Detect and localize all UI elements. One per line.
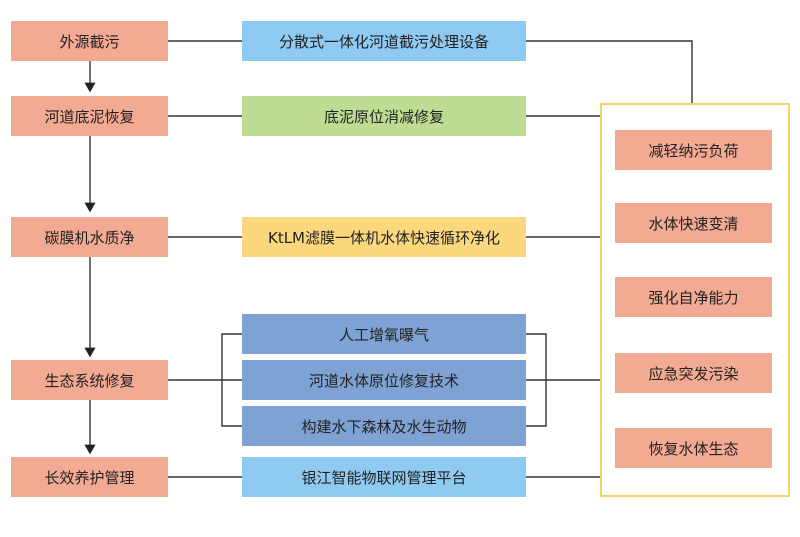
effect-emergency-pollution: 应急突发污染	[615, 353, 772, 393]
step-sediment-restoration: 河道底泥恢复	[11, 96, 168, 136]
effects-frame	[600, 103, 790, 497]
effect-water-clears: 水体快速变清	[615, 203, 772, 243]
step-ecosystem-restoration: 生态系统修复	[11, 360, 168, 400]
effect-restore-ecology: 恢复水体生态	[615, 428, 772, 468]
effect-reduce-pollution-load: 减轻纳污负荷	[615, 130, 772, 170]
step-long-term-maintenance: 长效养护管理	[11, 457, 168, 497]
method-underwater-forest: 构建水下森林及水生动物	[242, 406, 526, 446]
step-membrane-purification: 碳膜机水质净	[11, 217, 168, 257]
step-external-interception: 外源截污	[11, 21, 168, 61]
effect-self-purification: 强化自净能力	[615, 277, 772, 317]
method-interception-equipment: 分散式一体化河道截污处理设备	[242, 21, 526, 61]
method-in-situ-restoration: 河道水体原位修复技术	[242, 360, 526, 400]
method-ktlm-filtration: KtLM滤膜一体机水体快速循环净化	[242, 217, 526, 257]
method-iot-platform: 银江智能物联网管理平台	[242, 457, 526, 497]
method-aeration: 人工增氧曝气	[242, 314, 526, 354]
method-sediment-in-situ: 底泥原位消减修复	[242, 96, 526, 136]
